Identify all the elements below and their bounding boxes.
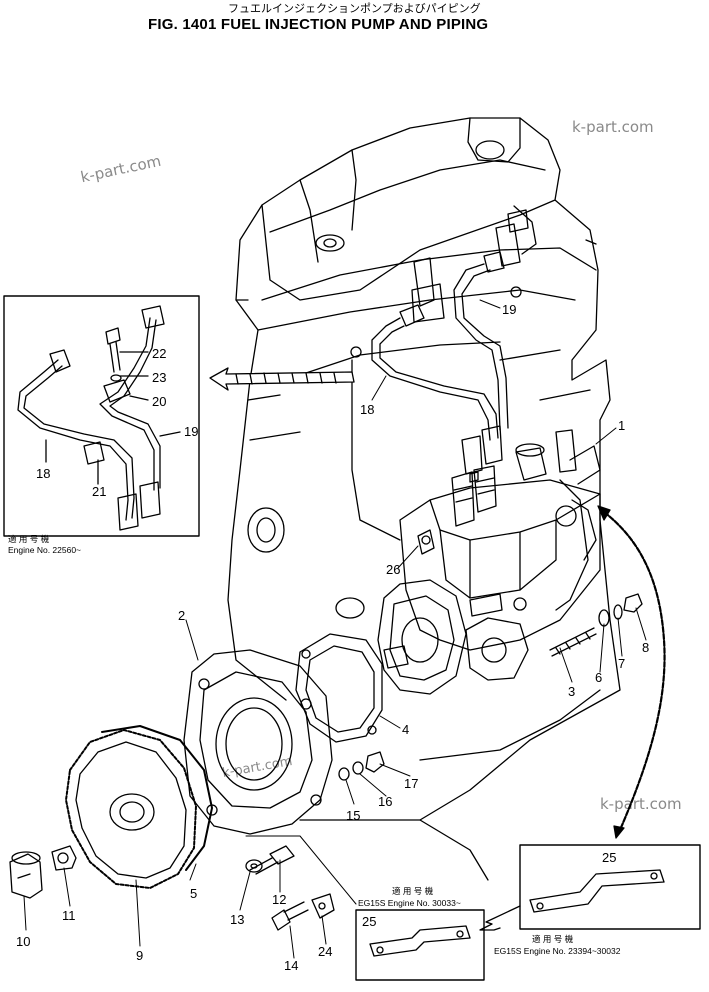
callout-9: 9 <box>136 948 143 963</box>
callout-26: 26 <box>386 562 400 577</box>
leader-lines <box>23 299 647 959</box>
woodruff-key <box>9 851 43 899</box>
box-mid-note-en: EG15S Engine No. 30033~ <box>358 898 461 908</box>
callout-18: 18 <box>360 402 374 417</box>
callout-19: 19 <box>502 302 516 317</box>
callout-15: 15 <box>346 808 360 823</box>
callout-17: 17 <box>404 776 418 791</box>
callout-3: 3 <box>568 684 575 699</box>
callout-11: 11 <box>62 908 76 923</box>
watermark: k-part.com <box>572 118 654 136</box>
box-callout-25-right: 25 <box>602 850 616 865</box>
injection-pipes <box>371 205 537 483</box>
callout-1: 1 <box>618 418 625 433</box>
pointer-arrow <box>209 367 355 391</box>
callout-14: 14 <box>284 958 298 973</box>
inset-detail-box <box>3 295 200 537</box>
inset-callout-21: 21 <box>92 484 106 499</box>
inset-callout-23: 23 <box>152 370 166 385</box>
applicability-notes: 適 用 号 機 Engine No. 22560~ 適 用 号 機 EG15S … <box>8 534 621 956</box>
gear-housing <box>183 649 333 835</box>
bracket-box-middle <box>355 909 485 981</box>
callout-24: 24 <box>318 944 332 959</box>
callout-5: 5 <box>190 886 197 901</box>
callout-6: 6 <box>595 670 602 685</box>
lock-washer <box>51 845 77 871</box>
callout-10: 10 <box>16 934 30 949</box>
gasket <box>295 633 383 743</box>
inset-callout-22: 22 <box>152 346 166 361</box>
callout-7: 7 <box>618 656 625 671</box>
watermark: k-part.com <box>600 795 682 813</box>
inset-callout-18: 18 <box>36 466 50 481</box>
figure-title: FIG. 1401 FUEL INJECTION PUMP AND PIPING <box>148 16 489 33</box>
inset-callout-labels: 22 23 20 19 18 21 <box>36 346 198 499</box>
injection-pump <box>377 429 601 695</box>
drive-gear <box>65 729 197 889</box>
box-right-note-en: EG15S Engine No. 23394~30032 <box>494 946 621 956</box>
small-hardware <box>245 529 643 931</box>
engine-block <box>227 117 621 881</box>
inset-callout-19: 19 <box>184 424 198 439</box>
callout-2: 2 <box>178 608 185 623</box>
cable-leader <box>479 505 666 931</box>
inset-callout-20: 20 <box>152 394 166 409</box>
title-japanese: フュエルインジェクションポンプおよびパイピング <box>228 2 481 15</box>
callout-13: 13 <box>230 912 244 927</box>
box-callout-labels: 25 25 <box>362 850 616 929</box>
snap-ring <box>101 725 213 871</box>
box-right-note-jp: 適 用 号 機 <box>532 934 574 944</box>
callout-4: 4 <box>402 722 409 737</box>
callout-labels: 1 2 3 4 5 6 7 8 9 10 11 12 13 14 15 16 1… <box>16 302 649 973</box>
box-mid-note-jp: 適 用 号 機 <box>392 886 434 896</box>
bracket-box-right <box>519 844 701 930</box>
inset-note-jp: 適 用 号 機 <box>8 534 50 544</box>
callout-16: 16 <box>378 794 392 809</box>
inset-note-en: Engine No. 22560~ <box>8 545 81 555</box>
box-callout-25-mid: 25 <box>362 914 376 929</box>
callout-12: 12 <box>272 892 286 907</box>
callout-8: 8 <box>642 640 649 655</box>
